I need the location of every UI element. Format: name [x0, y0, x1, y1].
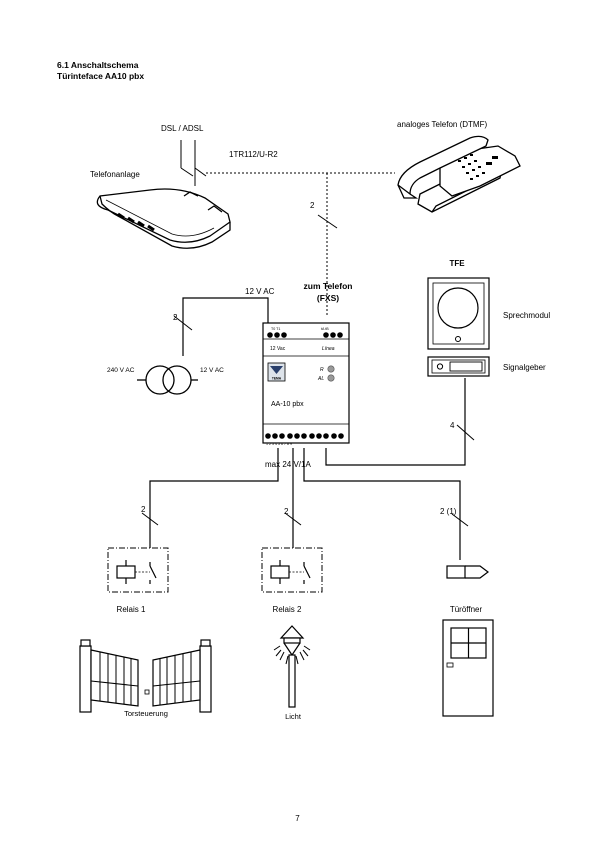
door-illustration: [442, 619, 494, 717]
bus-label: 1TR112/U-R2: [229, 150, 278, 159]
dsl-label: DSL / ADSL: [161, 124, 204, 133]
tfe-wiring: [325, 378, 466, 466]
wire-count-tick: [317, 214, 338, 229]
wire-count-tick: [173, 315, 193, 331]
router-illustration: [96, 188, 231, 249]
wire-count-psu: 2: [173, 313, 178, 322]
led-r-indicator: [327, 365, 335, 373]
wire-count-tick: [451, 513, 469, 527]
v240-label: 240 V AC: [107, 367, 135, 374]
top-terminal-labels-left: T0 T1: [271, 327, 280, 331]
section-subtitle: Türinteface AA10 pbx: [57, 71, 145, 81]
relay-wiring: [149, 448, 461, 560]
door-opener-symbol: [446, 565, 489, 579]
led-r-label: R: [320, 367, 324, 373]
signalgeber-label: Signalgeber: [503, 363, 546, 372]
wire-count-relay2: 2: [284, 507, 289, 516]
signalgeber-illustration: [427, 356, 490, 377]
lamp-illustration: [273, 625, 311, 708]
max-rating-label: max 24 V/1A: [265, 460, 311, 469]
led-al-indicator: [327, 374, 335, 382]
tfe-label: TFE: [449, 259, 465, 268]
tema-logo-icon: [270, 366, 283, 374]
aa10-device: T0 T1 tA tB 12 Vac Línea TEMA R AL AA-10…: [262, 322, 350, 446]
relais2-label: Relais 2: [273, 605, 302, 614]
led-al-label: AL: [317, 376, 324, 382]
wire-count-relay1: 2: [141, 505, 146, 514]
section-title: 6.1 Anschaltschema: [57, 60, 139, 70]
analog-phone-label: analoges Telefon (DTMF): [397, 120, 487, 129]
licht-label: Licht: [285, 712, 302, 721]
relay2-symbol: [261, 547, 323, 593]
zum-telefon-label: zum Telefon: [304, 281, 353, 291]
supply-wiring: [182, 297, 269, 356]
torsteuerung-label: Torsteuerung: [124, 709, 168, 718]
wire-count-phone: 2: [310, 201, 315, 210]
relais1-label: Relais 1: [117, 605, 146, 614]
linea-label: Línea: [322, 346, 335, 352]
ac12-label: 12 V AC: [245, 287, 275, 296]
top-terminal-labels-right: tA tB: [321, 327, 329, 331]
gate-illustration: [79, 639, 212, 713]
sprechmodul-label: Sprechmodul: [503, 311, 550, 320]
wire-count-tfe: 4: [450, 421, 455, 430]
wire-count-opener: 2 (1): [440, 507, 457, 516]
wire-count-tick: [456, 424, 475, 441]
wire-count-tick: [284, 512, 302, 526]
relay1-symbol: [107, 547, 169, 593]
telephone-illustration: [397, 135, 521, 213]
transformer-symbol: [137, 365, 198, 395]
page-number: 7: [295, 814, 300, 823]
wire-count-tick: [141, 512, 159, 526]
sprechmodul-illustration: [427, 277, 490, 350]
tueroeffner-label: Türöffner: [450, 605, 483, 614]
tema-logo-text: TEMA: [272, 377, 282, 381]
model-label: AA-10 pbx: [271, 401, 304, 408]
bus-line: [206, 172, 395, 316]
v12-label: 12 V AC: [200, 367, 224, 374]
bottom-terminal-labels: 1 2 3 4 5 6 7 8 9: [266, 442, 292, 446]
dsl-connection: [180, 140, 207, 186]
supply-label: 12 Vac: [270, 346, 286, 352]
telefonanlage-label: Telefonanlage: [90, 170, 140, 179]
fxs-label: (FXS): [317, 293, 339, 303]
